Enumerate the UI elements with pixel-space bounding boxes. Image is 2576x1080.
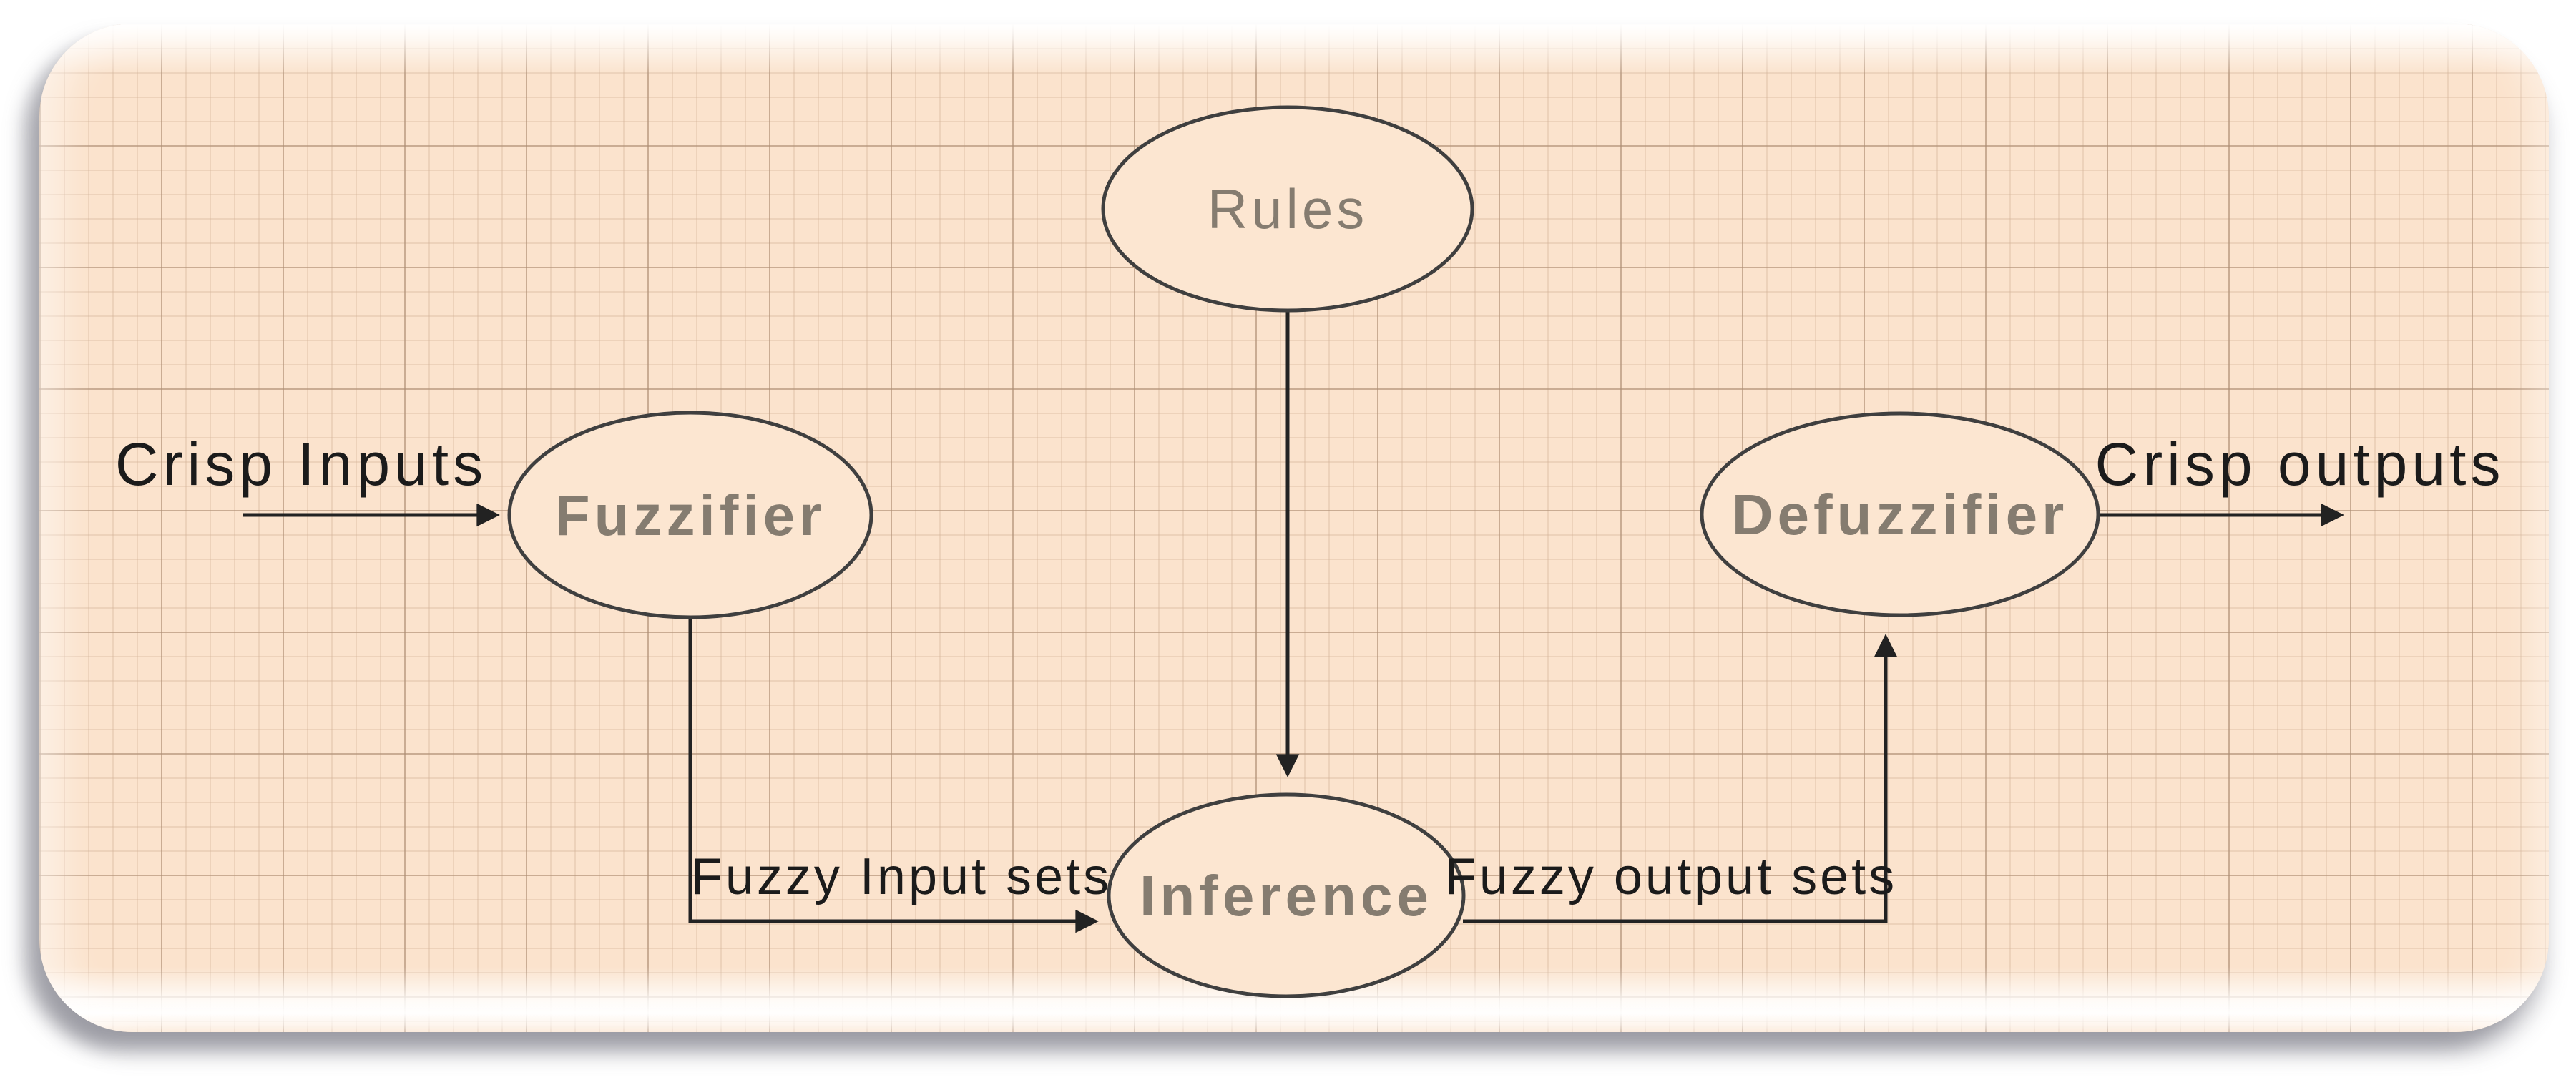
arrow-inference-to-defuzzifier xyxy=(1463,634,1898,923)
edge-label-crisp-inputs: Crisp Inputs xyxy=(115,431,487,498)
node-fuzzifier-ellipse xyxy=(509,413,871,617)
edge-label-fuzzy-input-sets: Fuzzy Input sets xyxy=(691,848,1112,905)
node-fuzzifier-outline xyxy=(507,411,873,619)
node-defuzzifier-outline xyxy=(1700,411,2100,617)
node-inference-outline xyxy=(1107,792,1466,998)
node-inference-label: Inference xyxy=(1140,864,1433,928)
node-defuzzifier-ellipse xyxy=(1702,413,2098,615)
node-inference-ellipse xyxy=(1109,795,1464,996)
node-rules-outline xyxy=(1101,105,1474,313)
node-rules-label: Rules xyxy=(1208,177,1368,240)
arrow-fuzzifier-to-inference xyxy=(688,617,1099,933)
node-fuzzifier-label: Fuzzifier xyxy=(555,483,826,547)
node-rules-ellipse xyxy=(1103,107,1472,310)
edge-label-crisp-outputs: Crisp outputs xyxy=(2095,431,2505,498)
node-defuzzifier-label: Defuzzifier xyxy=(1732,483,2069,546)
edge-label-fuzzy-output-sets: Fuzzy output sets xyxy=(1445,848,1897,905)
